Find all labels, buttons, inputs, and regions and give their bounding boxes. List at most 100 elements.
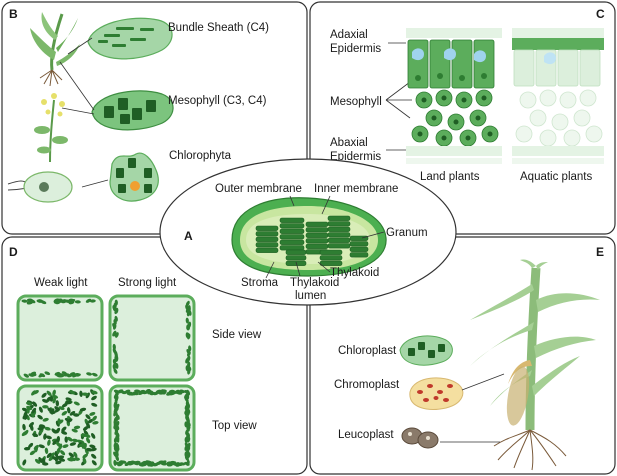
strong-light-side-chloroplasts	[112, 299, 192, 375]
chloroplast-dot	[57, 455, 65, 459]
chloroplast-dot	[117, 389, 124, 393]
thylakoid-disc	[349, 246, 369, 252]
chloroplast-dot	[60, 450, 66, 456]
chloroplast-dot	[184, 421, 188, 428]
label-mesophyll-c: Mesophyll	[330, 96, 382, 108]
chloroplast-dot	[52, 440, 58, 445]
chloroplast-dot	[64, 436, 68, 443]
label-thylakoid-lumen-1: Thylakoid	[290, 277, 339, 289]
strong-light-side-cell	[108, 294, 196, 382]
corn-seedling-icon	[30, 12, 80, 87]
chloroplast-dot	[31, 407, 37, 414]
panel-b-letter: B	[9, 7, 18, 21]
thylakoid-disc	[327, 226, 351, 232]
chloroplast-dot	[153, 462, 159, 467]
chloroplast-dot	[62, 444, 69, 448]
chloroplast-dot	[56, 298, 63, 302]
label-side-view: Side view	[212, 329, 262, 341]
chloroplast-dot	[86, 372, 93, 376]
chloroplast-dot	[72, 438, 79, 443]
chloroplast-dot	[79, 390, 83, 397]
chloroplast-dot	[115, 434, 119, 441]
label-thylakoid: Thylakoid	[330, 267, 379, 279]
thylakoid-disc	[255, 236, 279, 242]
thylakoid-disc	[285, 249, 307, 255]
panel-c-frame	[309, 1, 616, 235]
chloroplast-dot	[112, 330, 117, 337]
thylakoid-disc	[349, 241, 369, 247]
thylakoid-disc	[305, 238, 329, 244]
chloroplast-dot	[38, 406, 43, 413]
chloroplast-dot	[32, 433, 39, 438]
chloroplast-dot	[37, 299, 44, 303]
chloroplast-dot	[186, 417, 190, 423]
chlorophyta-cell-icon	[7, 171, 73, 203]
panel-e: Chloroplast Chromoplast Leucoplast	[334, 259, 600, 471]
leucoplast-icon	[401, 427, 439, 449]
chloroplast-dot	[187, 321, 192, 328]
chloroplast-dot	[185, 429, 189, 436]
chloroplast-dot	[37, 414, 43, 420]
thylakoid-disc	[255, 225, 279, 231]
chloroplast-dot	[28, 442, 34, 449]
chloroplast-dot	[91, 433, 96, 439]
chloroplast-dot	[38, 373, 44, 378]
chloroplast-dot	[23, 373, 30, 378]
thylakoid-disc	[327, 237, 351, 243]
chloroplast-dot	[92, 415, 97, 422]
chloroplast-dot	[112, 305, 117, 312]
chloroplast-dot	[175, 463, 182, 467]
panel-d-frame	[1, 236, 308, 475]
label-weak-light: Weak light	[34, 277, 88, 289]
chloroplast-dot	[68, 300, 75, 305]
chloroplast-dot	[58, 374, 65, 378]
chloroplast-dot	[91, 460, 97, 466]
chloroplast-dot	[112, 323, 117, 330]
chloroplast-dot	[52, 397, 57, 404]
thylakoid-disc	[327, 232, 351, 238]
chloroplast-dot	[82, 453, 88, 459]
chloroplast-dot	[30, 371, 37, 376]
chloroplast-dot	[89, 299, 96, 303]
chloroplast-dot	[43, 433, 47, 440]
chloroplast-dot	[145, 460, 152, 464]
chloroplast-dot	[56, 436, 61, 443]
chloroplast-dot	[56, 447, 61, 455]
thylakoid-disc	[279, 245, 305, 251]
thylakoid-disc	[285, 255, 307, 261]
chloroplast-dot	[73, 401, 80, 406]
chloroplast-dot	[54, 455, 60, 462]
chloroplast-dot	[68, 452, 75, 458]
chloroplast-dot	[65, 400, 72, 405]
panel-c-letter: C	[596, 7, 605, 21]
thylakoid-disc	[349, 235, 369, 241]
label-land-plants: Land plants	[420, 171, 480, 183]
label-outer-membrane: Outer membrane	[215, 183, 302, 195]
label-chromoplast: Chromoplast	[334, 379, 400, 391]
chloroplast-dot	[85, 298, 92, 303]
chloroplast-dot	[41, 458, 46, 465]
chloroplast-dot	[69, 410, 76, 416]
chloroplast-dot	[58, 406, 65, 410]
chloroplast-dot	[79, 443, 86, 448]
chloroplast-dot	[67, 373, 73, 378]
chloroplast-dot	[47, 439, 51, 446]
thylakoid-disc	[327, 215, 351, 221]
chloroplast-dot	[91, 395, 97, 401]
chloroplast-dot	[34, 458, 41, 464]
chloroplast-dot	[55, 427, 61, 434]
thylakoid-disc	[279, 239, 305, 245]
label-abaxial-2: Epidermis	[330, 151, 381, 163]
chloroplast-dot	[61, 430, 68, 435]
chloroplast-dot	[84, 433, 91, 438]
chloroplast-dot	[41, 392, 47, 398]
chloroplast-dot	[42, 417, 49, 422]
chromoplast-icon	[409, 377, 464, 410]
chloroplast-dot	[187, 442, 191, 449]
chloroplast-dot	[141, 390, 147, 394]
label-thylakoid-lumen-2: lumen	[295, 290, 326, 302]
panel-d-letter: D	[9, 245, 18, 259]
chloroplast-dot	[114, 393, 119, 400]
chloroplast-dot	[91, 390, 98, 395]
